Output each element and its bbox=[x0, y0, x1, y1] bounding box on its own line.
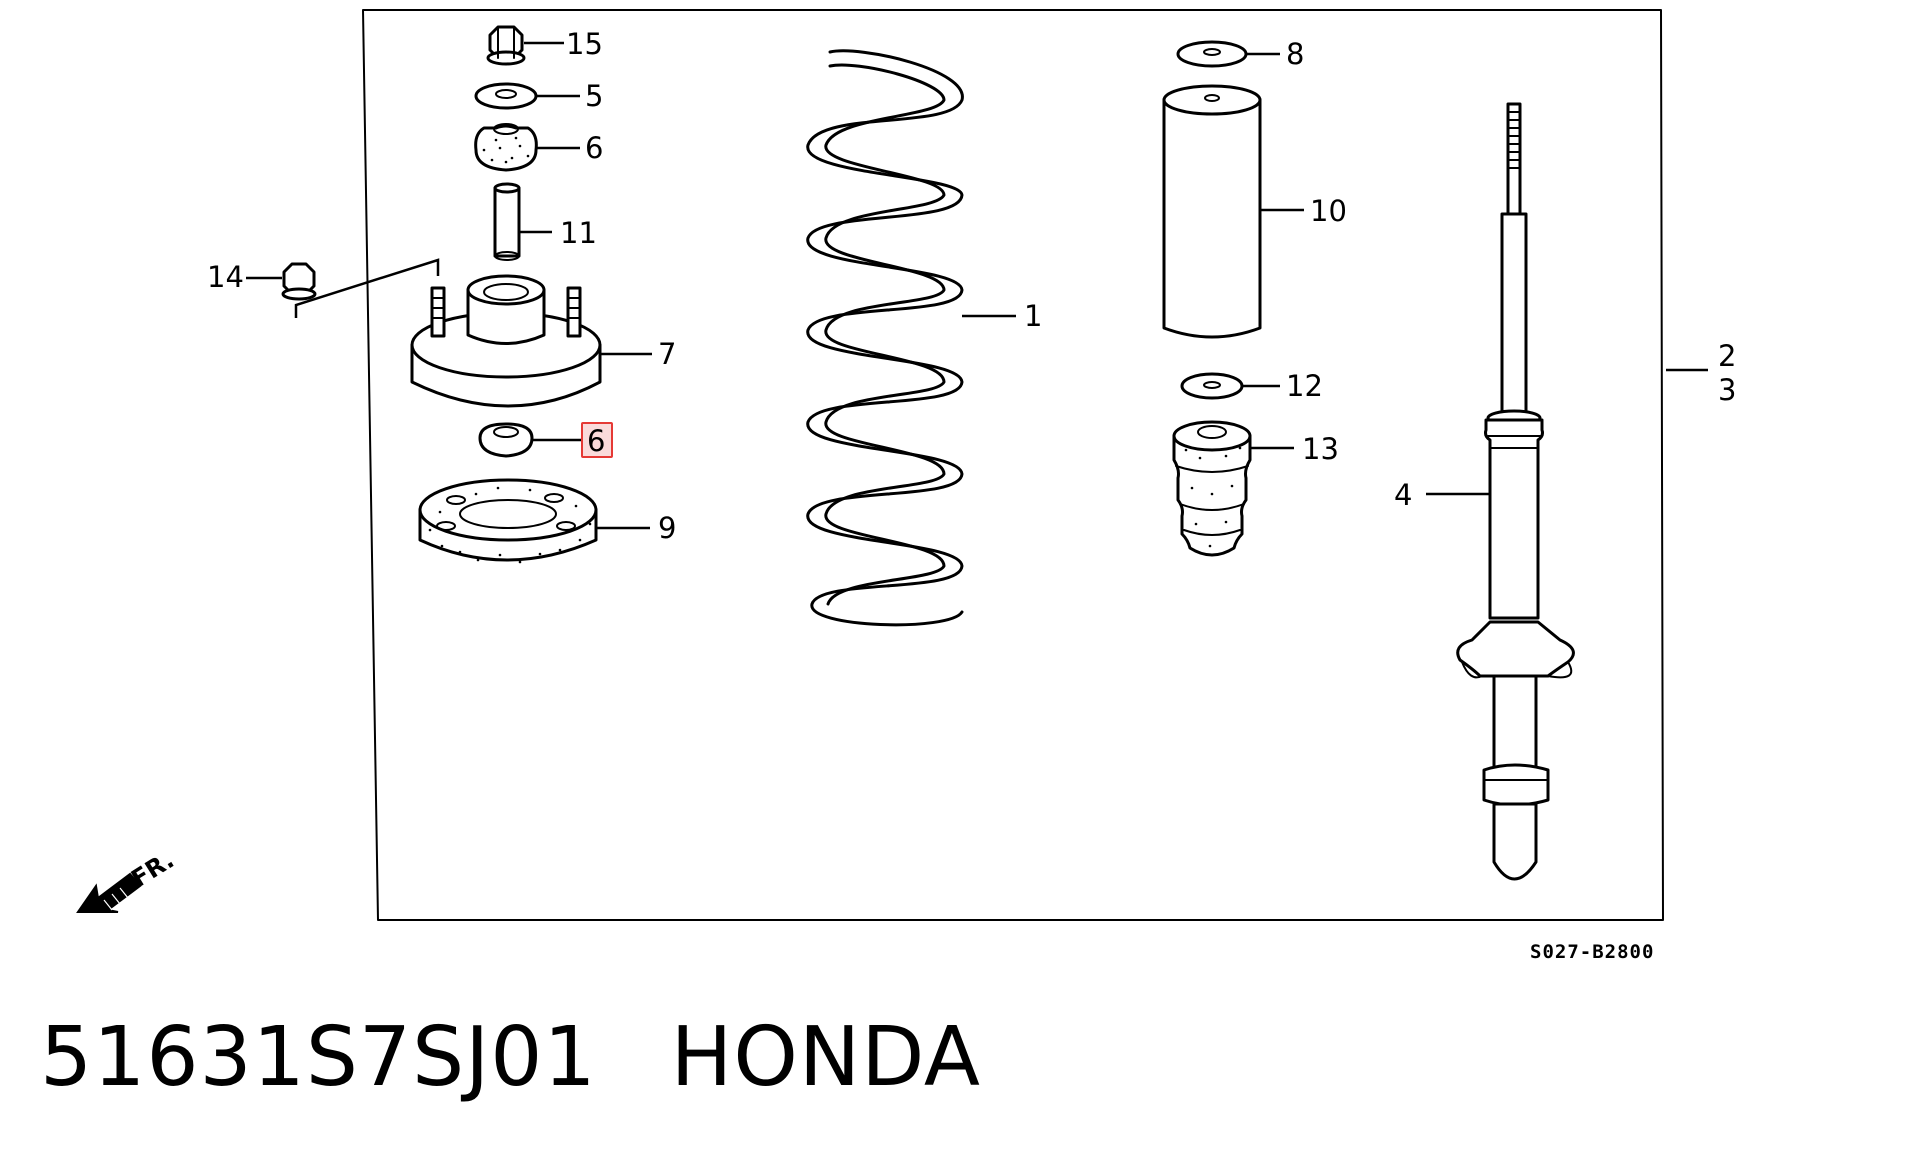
part-10-dust-boot[interactable] bbox=[1162, 84, 1262, 339]
callout-6-lower[interactable]: 6 bbox=[587, 424, 605, 458]
leader-lines bbox=[246, 41, 1708, 530]
part-caption: 51631S7SJ01 HONDA bbox=[40, 1010, 981, 1105]
part-1-coil-spring[interactable] bbox=[806, 49, 964, 627]
callout-9[interactable]: 9 bbox=[658, 511, 676, 545]
callout-labels: 15 5 6 11 14 7 6 9 1 8 10 12 13 4 2 3 bbox=[207, 27, 1736, 545]
part-12-washer[interactable] bbox=[1180, 372, 1244, 400]
callout-1[interactable]: 1 bbox=[1024, 299, 1042, 333]
callout-5[interactable]: 5 bbox=[585, 79, 603, 113]
callout-4[interactable]: 4 bbox=[1394, 478, 1412, 512]
parts-diagram: 15 5 6 11 14 7 6 9 1 8 10 12 13 4 2 3 FR… bbox=[76, 9, 1736, 963]
callout-2[interactable]: 2 bbox=[1718, 339, 1736, 373]
part-9-insulator[interactable] bbox=[418, 478, 598, 564]
part-number: 51631S7SJ01 bbox=[40, 1010, 597, 1105]
part-14-nut[interactable] bbox=[281, 262, 317, 301]
callout-15[interactable]: 15 bbox=[566, 27, 603, 61]
callout-14[interactable]: 14 bbox=[207, 260, 244, 294]
part-5-washer[interactable] bbox=[474, 82, 538, 110]
callout-7[interactable]: 7 bbox=[658, 337, 676, 371]
part-13-bump-stop[interactable] bbox=[1172, 420, 1252, 557]
diagram-frame bbox=[362, 9, 1664, 921]
part-11-collar[interactable] bbox=[493, 182, 521, 261]
callout-13[interactable]: 13 bbox=[1302, 432, 1339, 466]
diagram-code: S027-B2800 bbox=[1530, 941, 1654, 963]
callout-8[interactable]: 8 bbox=[1286, 37, 1304, 71]
callout-11[interactable]: 11 bbox=[560, 216, 597, 250]
part-6-lower-bushing[interactable] bbox=[478, 422, 534, 458]
callout-3[interactable]: 3 bbox=[1718, 373, 1736, 407]
part-7-strut-mount[interactable] bbox=[410, 274, 602, 408]
callout-highlight-box bbox=[581, 422, 613, 458]
part-2-shock-absorber[interactable] bbox=[1456, 102, 1575, 881]
callout-6-upper[interactable]: 6 bbox=[585, 131, 603, 165]
callout-12[interactable]: 12 bbox=[1286, 369, 1323, 403]
part-6-upper-bushing[interactable] bbox=[474, 123, 538, 172]
part-15-nut[interactable] bbox=[486, 25, 526, 66]
callout-10[interactable]: 10 bbox=[1310, 194, 1347, 228]
brand-name: HONDA bbox=[670, 1010, 981, 1105]
front-direction-arrow-icon bbox=[76, 872, 142, 913]
part-8-washer[interactable] bbox=[1176, 40, 1248, 68]
